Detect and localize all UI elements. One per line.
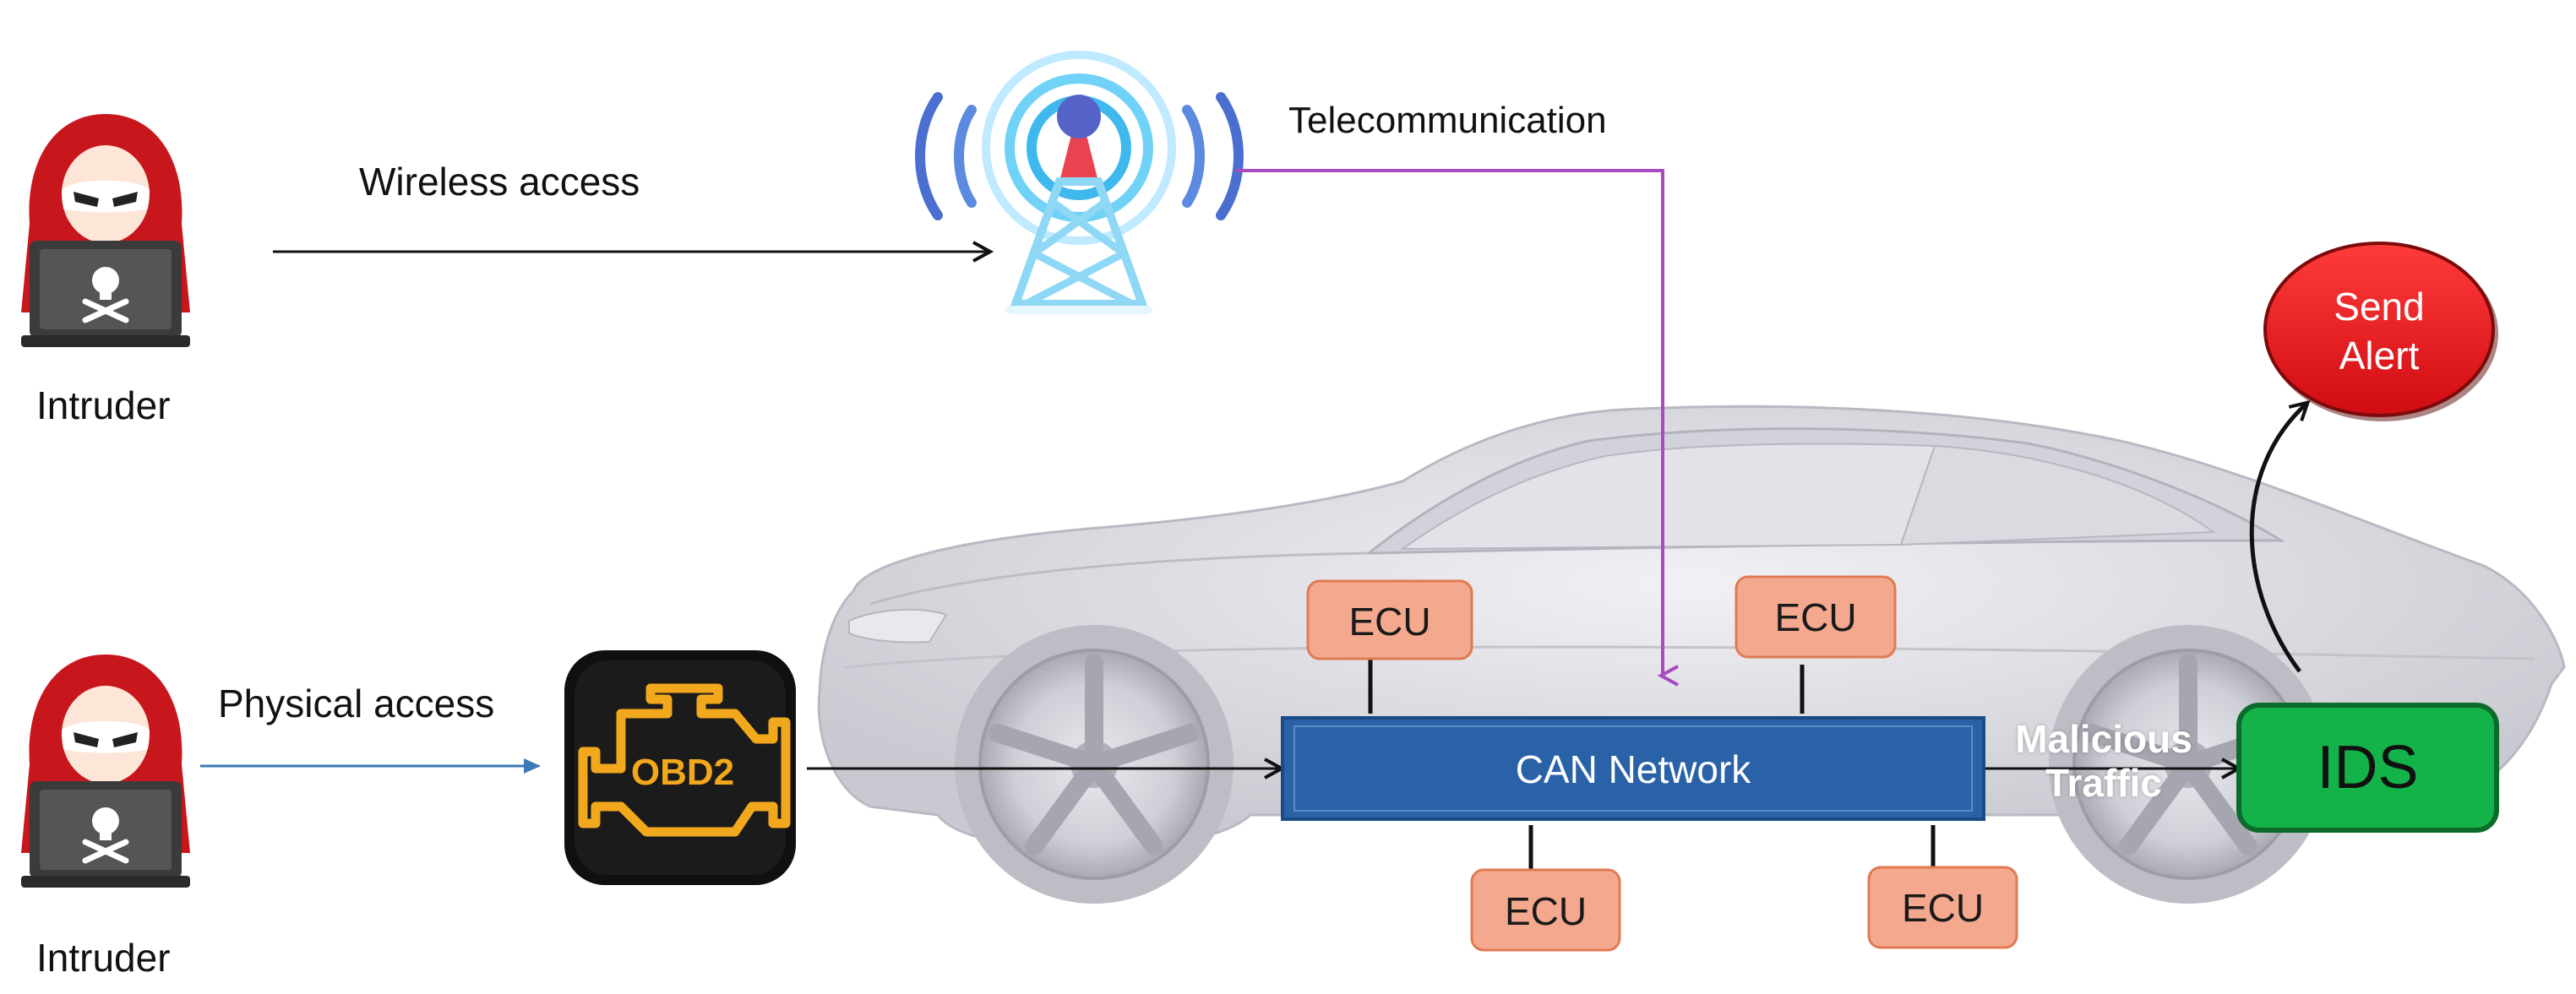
- intruder-top-label: Intruder: [36, 383, 171, 427]
- can-network-bus: [1281, 716, 1985, 821]
- ids-box: [2236, 703, 2499, 833]
- send-alert-label: Send Alert: [2265, 283, 2493, 380]
- malicious-traffic-label: Malicious Traffic: [1977, 717, 2230, 805]
- car-silhouette: [817, 405, 2566, 904]
- can-network-label: CAN Network: [1515, 747, 1751, 791]
- ecu-box-top-left: [1306, 579, 1473, 660]
- physical-access-label: Physical access: [218, 682, 495, 725]
- malicious-line-1: Malicious: [2015, 717, 2192, 761]
- obd2-label: OBD2: [630, 752, 735, 793]
- ecu-bottom-right-label: ECU: [1901, 886, 1985, 930]
- ecu-box-top-right: [1735, 575, 1897, 659]
- ids-to-alert-arrow: [2249, 404, 2306, 673]
- send-alert-circle: [2263, 242, 2498, 421]
- ecu-box-bottom-left: [1470, 868, 1621, 952]
- intruder-top-icon: [21, 114, 190, 347]
- telecommunication-label: Telecommunication: [1288, 100, 1607, 141]
- ecu-bottom-left-label: ECU: [1504, 889, 1588, 933]
- front-wheel: [955, 625, 1234, 904]
- radio-tower-icon: [915, 51, 1244, 314]
- ids-label: IDS: [2317, 734, 2419, 801]
- check-engine-icon: [564, 650, 796, 885]
- intruder-bottom-icon: [21, 655, 190, 888]
- wireless-access-label: Wireless access: [359, 160, 640, 204]
- alert-line-1: Send: [2334, 285, 2425, 329]
- ecu-box-bottom-right: [1867, 866, 2018, 949]
- ecu-top-left-label: ECU: [1348, 600, 1431, 644]
- telecommunication-arrow: [1235, 169, 1663, 676]
- alert-line-2: Alert: [2339, 333, 2420, 378]
- ecu-top-right-label: ECU: [1774, 595, 1857, 639]
- malicious-line-2: Traffic: [2045, 760, 2163, 805]
- intruder-bottom-label: Intruder: [36, 936, 171, 980]
